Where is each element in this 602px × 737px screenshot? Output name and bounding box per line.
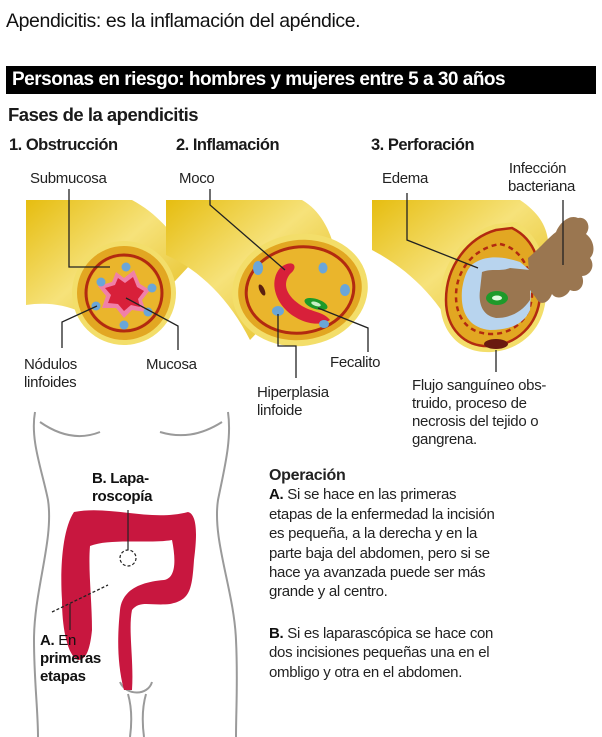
label-key: A.	[40, 632, 55, 649]
label-line: linfoide	[257, 402, 303, 419]
label-fecalito: Fecalito	[330, 354, 381, 371]
risk-banner: Personas en riesgo: hombres y mujeres en…	[6, 66, 596, 94]
inflammation-tube-icon	[166, 189, 369, 378]
phase-2-heading: 2. Inflamación	[176, 136, 280, 154]
label-line: Infección	[508, 160, 567, 177]
operation-a-line: hace ya avanzada puede ser más	[269, 564, 486, 582]
phases-section-title: Fases de la apendicitis	[8, 104, 199, 125]
phase-1-heading: 1. Obstrucción	[9, 136, 118, 154]
phase-3-heading: 3. Perforación	[371, 136, 475, 154]
perforation-tube-icon	[372, 193, 594, 372]
colon-illustration	[51, 510, 197, 690]
label-line: En	[54, 632, 77, 649]
operation-title: Operación	[269, 467, 346, 484]
label-line: bacteriana	[508, 178, 576, 195]
label-line: necrosis del tejido o	[412, 413, 539, 430]
label-line: linfoides	[24, 374, 77, 391]
label-line: roscopía	[92, 488, 153, 505]
operation-a-line: grande y al centro.	[269, 583, 388, 601]
label-primeras-etapas: A. En primeras etapas	[40, 632, 101, 686]
obstruction-tube-icon	[26, 189, 190, 350]
label-flujo-sanguineo: Flujo sanguíneo obs- truido, proceso de …	[412, 377, 546, 449]
operation-b-line: B. Si es laparascópica se hace con	[269, 624, 494, 642]
label-laparoscopia: B. Lapa- roscopía	[92, 470, 152, 506]
operation-section: Operación A. Si se hace en las primeras …	[269, 466, 599, 682]
operation-a-line: es pequeña, a la derecha y en la	[269, 525, 478, 543]
label-nodulos-linfoides: Nódulos linfoides	[24, 356, 77, 392]
label-line: gangrena.	[412, 431, 477, 448]
label-line: B. Lapa-	[92, 470, 149, 487]
label-mucosa: Mucosa	[146, 356, 197, 373]
label-submucosa: Submucosa	[30, 170, 107, 187]
label-line: truido, proceso de	[412, 395, 527, 412]
label-line: Nódulos	[24, 356, 77, 373]
torso-illustration	[32, 411, 238, 737]
label-infeccion-bacteriana: Infección bacteriana	[500, 160, 575, 196]
label-line: etapas	[40, 668, 86, 685]
label-moco: Moco	[179, 170, 215, 187]
label-line: Hiperplasia	[257, 384, 329, 401]
operation-a-line: parte baja del abdomen, pero si se	[269, 544, 490, 562]
label-line: Flujo sanguíneo obs-	[412, 377, 547, 394]
operation-b-key: B.	[269, 624, 284, 642]
operation-a-line: A. Si se hace en las primeras	[269, 486, 457, 504]
label-hiperplasia-linfoide: Hiperplasia linfoide	[257, 384, 329, 420]
operation-b-line: ombligo y otra en el abdomen.	[269, 663, 463, 681]
operation-b-line: dos incisiones pequeñas una en el	[269, 644, 490, 662]
page-title: Apendicitis: es la inflamación del apénd…	[6, 10, 361, 32]
label-line: primeras	[40, 650, 101, 667]
operation-a-key: A.	[269, 486, 284, 504]
operation-a-line: etapas de la enfermedad la incisión	[269, 505, 495, 523]
label-edema: Edema	[382, 170, 429, 187]
